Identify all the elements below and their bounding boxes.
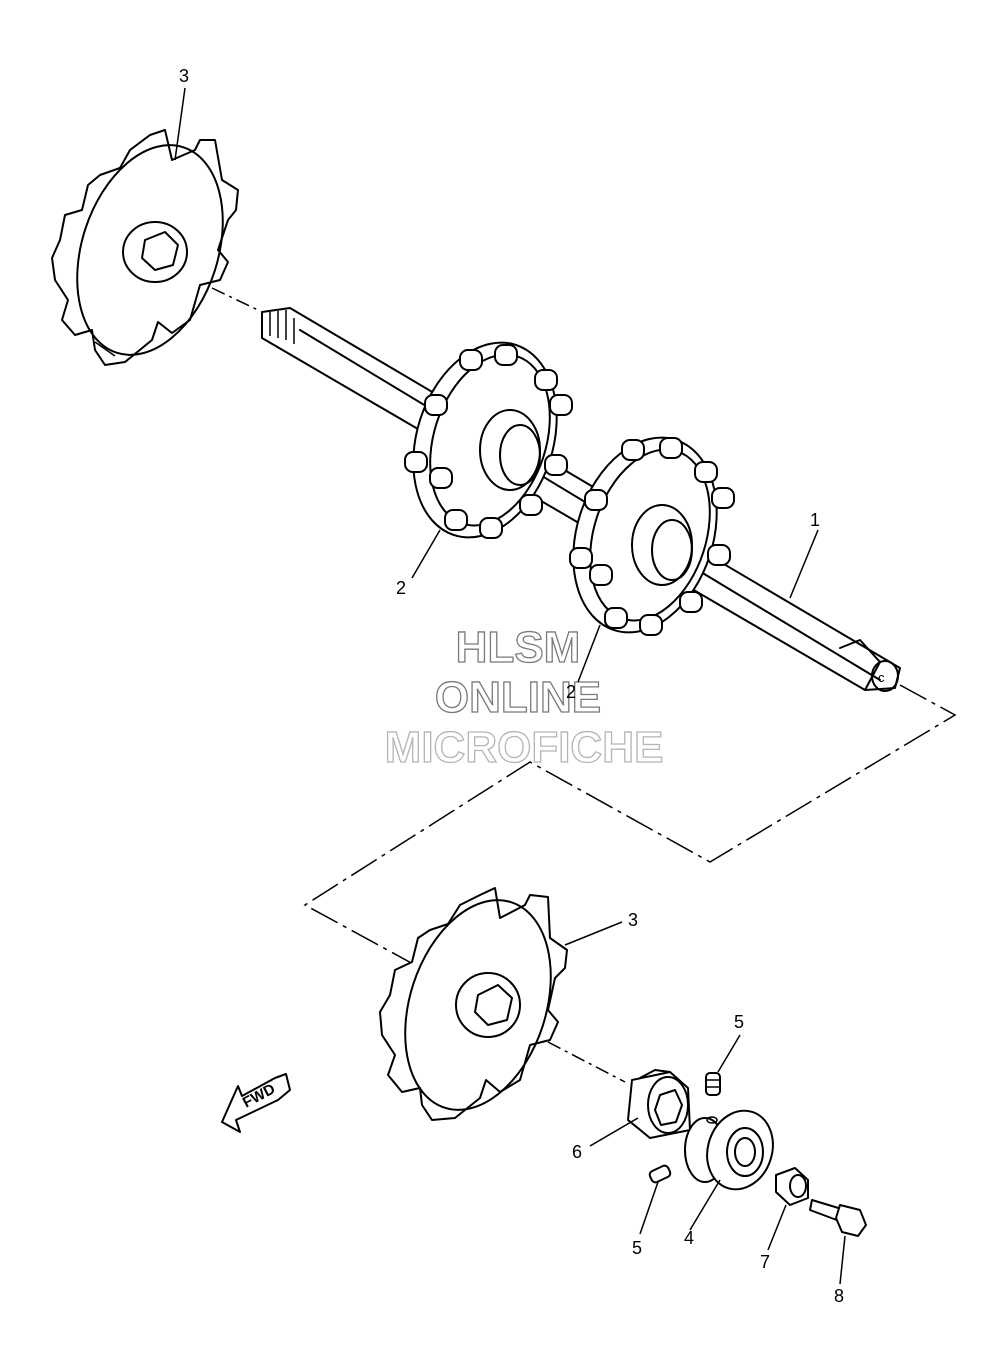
watermark: HLSM ONLINE MICROFICHE	[384, 622, 664, 772]
watermark-line-3: MICROFICHE	[385, 723, 664, 772]
callout-drive-sprocket-a: 2	[396, 578, 406, 598]
collar	[627, 1069, 691, 1139]
watermark-line-2: ONLINE	[435, 673, 601, 722]
set-screw-upper	[705, 1072, 721, 1096]
cap	[775, 1167, 809, 1206]
callout-upper-sprocket: 3	[179, 66, 189, 86]
watermark-line-1: HLSM	[456, 623, 581, 672]
set-screw-lower	[648, 1164, 672, 1184]
bolt	[809, 1199, 867, 1237]
callout-set-screw-upper: 5	[734, 1012, 744, 1032]
callout-set-screw-lower: 5	[632, 1238, 642, 1258]
callout-collar: 6	[572, 1142, 582, 1162]
callout-lower-sprocket: 3	[628, 910, 638, 930]
bearing	[684, 1109, 774, 1191]
callout-drive-sprocket-b: 2	[566, 682, 576, 702]
leader-upper-sprocket	[211, 287, 259, 311]
callout-drive-shaft: 1	[810, 510, 820, 530]
drive-sprocket-b	[569, 436, 735, 636]
leader-lower-sprocket	[547, 1041, 626, 1083]
callout-labels: 3 2 2 1 3 5 6 5 4 7 8	[179, 66, 844, 1306]
callout-leaders	[174, 87, 846, 1285]
lower-sprocket	[379, 887, 568, 1121]
svg-text:c: c	[878, 670, 885, 685]
drive-shaft: c	[261, 307, 901, 692]
upper-sprocket	[51, 129, 239, 366]
callout-cap: 7	[760, 1252, 770, 1272]
callout-bolt: 8	[834, 1286, 844, 1306]
assembly-connection-lines	[303, 684, 957, 966]
fwd-arrow-icon: FWD	[221, 1073, 291, 1133]
callout-bearing: 4	[684, 1228, 694, 1248]
drive-sprocket-a	[404, 341, 573, 539]
